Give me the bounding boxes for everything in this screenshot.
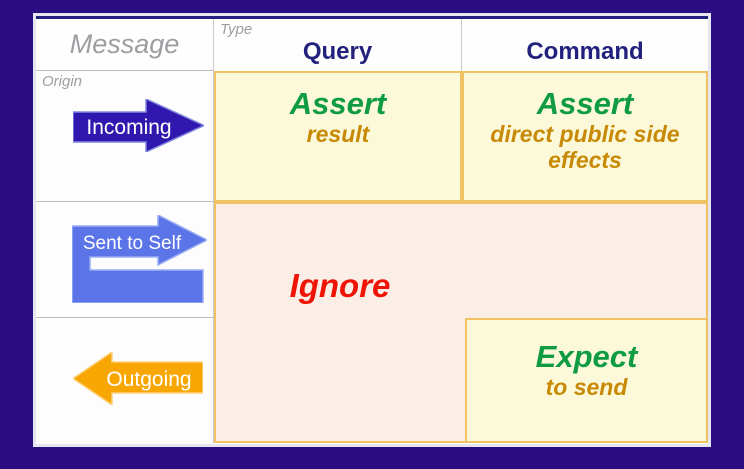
header-message-cell: Message — [36, 19, 214, 71]
column-query-label: Query — [302, 38, 373, 65]
origin-label: Origin — [42, 73, 83, 90]
sent-to-self-arrow-icon: Sent to Self — [72, 215, 207, 303]
outgoing-command-title: Expect — [535, 339, 638, 374]
incoming-query-title: Assert — [289, 86, 387, 121]
outgoing-command-subtitle: to send — [545, 374, 628, 400]
incoming-command-subtitle: direct public side effects — [490, 121, 680, 173]
header-command-cell: Command — [462, 19, 708, 71]
incoming-arrow-icon: Incoming — [73, 99, 204, 152]
cell-incoming-command: Assert direct public side effects — [462, 71, 708, 202]
ignore-label: Ignore — [289, 267, 391, 304]
message-type-matrix: Message Type Query Command Origin Incomi… — [33, 13, 711, 447]
outgoing-arrow-icon: Outgoing — [73, 352, 203, 405]
message-label: Message — [69, 29, 180, 59]
sent-to-self-arrow-label: Sent to Self — [83, 233, 182, 254]
incoming-query-subtitle: result — [306, 121, 370, 147]
type-label: Type — [220, 21, 253, 38]
incoming-arrow-label: Incoming — [86, 116, 171, 139]
cell-outgoing-command: Expect to send — [465, 318, 708, 443]
table-top-border — [36, 16, 708, 19]
column-command-label: Command — [526, 38, 644, 65]
incoming-command-title: Assert — [536, 86, 634, 121]
outgoing-arrow-label: Outgoing — [106, 368, 191, 391]
cell-incoming-query: Assert result — [214, 71, 462, 202]
header-query-cell: Type Query — [214, 19, 462, 71]
